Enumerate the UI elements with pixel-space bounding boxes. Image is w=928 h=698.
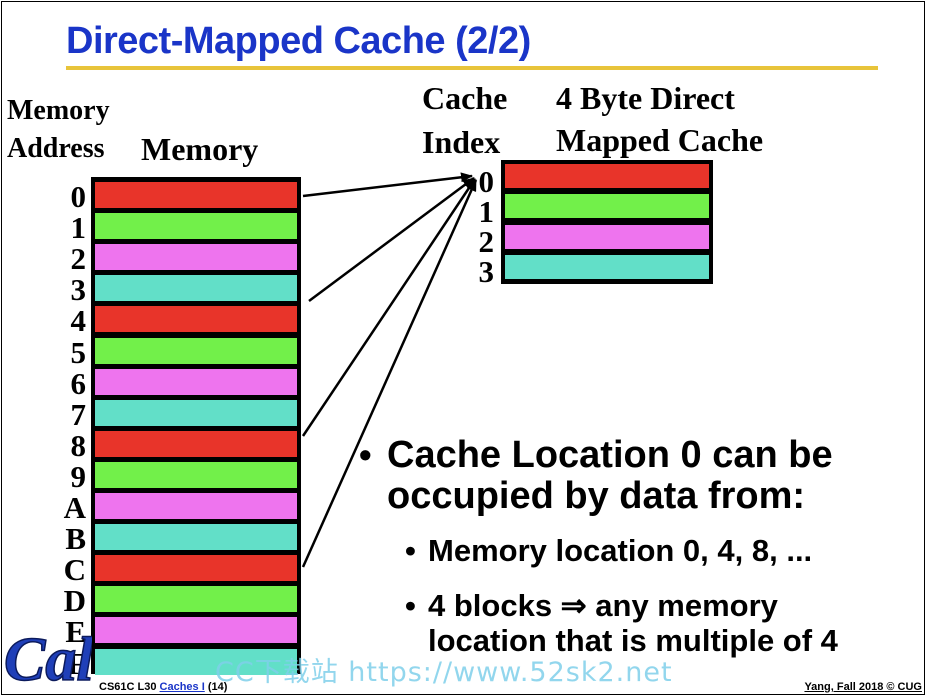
- cache-index-3: 3: [478, 254, 495, 289]
- memory-address-b: B: [65, 521, 86, 557]
- memory-address-8: 8: [70, 427, 87, 463]
- memory-address-7: 7: [70, 396, 87, 432]
- footer-course-code: CS61C L30: [99, 681, 160, 693]
- arrow-from-4: [308, 176, 475, 303]
- memory-address-c: C: [63, 552, 86, 588]
- memory-block-b: [95, 524, 297, 551]
- memory-column: [91, 177, 301, 675]
- memory-address-3: 3: [70, 272, 87, 308]
- memory-address-5: 5: [70, 334, 87, 370]
- memory-address-a: A: [63, 490, 86, 525]
- cache-title-line-2: Mapped Cache: [556, 122, 764, 158]
- memory-block-9: [95, 461, 297, 488]
- memory-block-5: [95, 337, 297, 364]
- footer-credit: Yang, Fall 2018 © CUG: [804, 681, 922, 693]
- cal-logo: Cal: [3, 625, 92, 693]
- cache-block-2: [505, 224, 709, 249]
- cache-index-0: 0: [478, 164, 495, 199]
- memory-block-6: [95, 368, 297, 395]
- cache-index-2: 2: [478, 224, 495, 259]
- memory-block-1: [95, 213, 297, 240]
- memory-label: Memory: [141, 131, 259, 167]
- memory-block-f: [95, 648, 297, 675]
- cache-index-1: 1: [478, 194, 495, 229]
- arrow-from-0: [302, 172, 473, 198]
- memory-block-e: [95, 617, 297, 644]
- title-underline: [66, 66, 878, 70]
- cache-index-label-2: Index: [422, 124, 501, 160]
- footer-course: CS61C L30 Caches I (14): [99, 681, 227, 693]
- footer-page-number: (14): [204, 681, 228, 693]
- memory-block-c: [95, 555, 297, 582]
- memory-block-7: [95, 399, 297, 426]
- watermark: CC下载站 https://www.52sk2.net: [215, 657, 673, 688]
- cache-title-line-1: 4 Byte Direct: [556, 80, 735, 116]
- main-bullet-dot: •: [359, 434, 372, 475]
- cache-column: [501, 160, 713, 284]
- memory-address-6: 6: [70, 365, 87, 401]
- footer-lecture-link[interactable]: Caches I: [159, 681, 205, 693]
- memory-address-label-2: Address: [7, 133, 105, 164]
- memory-address-1: 1: [70, 210, 87, 246]
- memory-address-label-1: Memory: [7, 95, 110, 126]
- memory-address-9: 9: [70, 458, 87, 494]
- cache-index-label-1: Cache: [422, 80, 508, 116]
- arrow-from-c: [301, 179, 478, 568]
- memory-address-2: 2: [70, 241, 87, 277]
- cache-block-3: [505, 254, 709, 279]
- memory-address-f: F: [67, 645, 86, 681]
- memory-block-3: [95, 275, 297, 302]
- sub-bullet-1: Memory location 0, 4, 8, ...: [428, 533, 813, 568]
- main-bullet-line-1: Cache Location 0 can be: [387, 434, 833, 476]
- memory-block-8: [95, 430, 297, 457]
- sub-bullet-2-line-1: 4 blocks ⇒ any memory: [428, 588, 778, 623]
- memory-block-d: [95, 586, 297, 613]
- memory-address-e: E: [65, 614, 86, 650]
- memory-block-2: [95, 244, 297, 271]
- memory-address-0: 0: [70, 179, 87, 214]
- sub-bullet-dot-2: •: [405, 588, 416, 623]
- memory-address-d: D: [63, 583, 86, 619]
- memory-block-a: [95, 493, 297, 519]
- memory-block-4: [95, 306, 297, 333]
- sub-bullet-2-line-2: location that is multiple of 4: [428, 623, 838, 658]
- main-bullet-line-2: occupied by data from:: [387, 475, 806, 517]
- cache-block-1: [505, 194, 709, 219]
- sub-bullet-dot-1: •: [405, 533, 416, 568]
- memory-block-0: [95, 182, 297, 208]
- slide-title: Direct-Mapped Cache (2/2): [66, 20, 531, 62]
- cal-logo-text: Cal: [4, 626, 92, 693]
- memory-address-4: 4: [70, 303, 87, 339]
- arrow-from-8: [301, 178, 477, 437]
- cache-block-0: [505, 164, 709, 188]
